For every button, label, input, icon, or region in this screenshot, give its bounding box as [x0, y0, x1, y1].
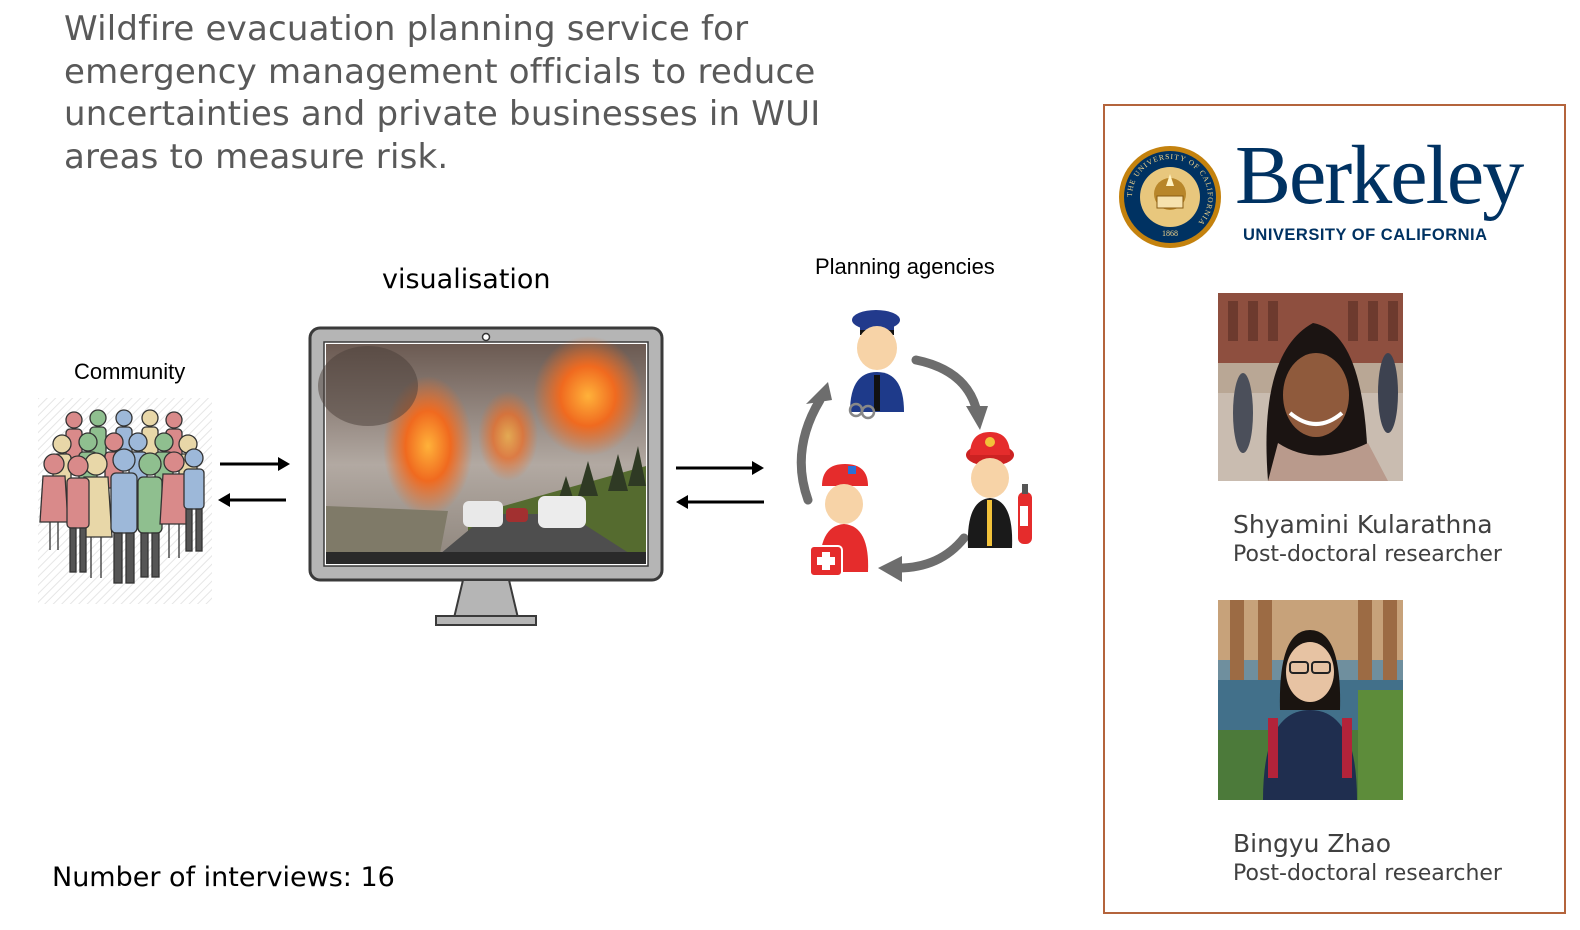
community-label: Community	[74, 359, 186, 384]
berkeley-wordmark: Berkeley	[1235, 129, 1524, 222]
member-2-name: Bingyu Zhao	[1233, 829, 1391, 858]
firefighter-icon	[966, 432, 1032, 548]
member-1-role: Post-doctoral researcher	[1233, 542, 1502, 567]
team-panel: THE UNIVERSITY OF CALIFORNIA 1868 Berkel…	[1103, 104, 1566, 914]
member-2-photo	[1218, 600, 1403, 800]
uc-seal-logo: THE UNIVERSITY OF CALIFORNIA 1868	[1119, 146, 1221, 248]
community-exchange-arrows	[218, 457, 290, 507]
police-officer-icon	[848, 310, 904, 420]
berkeley-subtitle: UNIVERSITY OF CALIFORNIA	[1243, 226, 1488, 244]
planning-agencies-cycle-icon	[796, 310, 1032, 582]
agencies-exchange-arrows	[676, 461, 764, 509]
member-1-name: Shyamini Kularathna	[1233, 510, 1493, 539]
community-crowd-icon	[38, 398, 212, 604]
paramedic-icon	[809, 464, 869, 577]
planning-agencies-label: Planning agencies	[815, 254, 995, 279]
headline-text: Wildfire evacuation planning service for…	[64, 9, 821, 177]
interviews-count-text: Number of interviews: 16	[52, 862, 395, 893]
monitor-visualisation-image	[308, 326, 664, 626]
member-2-role: Post-doctoral researcher	[1233, 861, 1502, 886]
seal-year: 1868	[1162, 229, 1178, 238]
visualisation-label: visualisation	[382, 264, 551, 295]
member-1-photo	[1218, 293, 1403, 481]
